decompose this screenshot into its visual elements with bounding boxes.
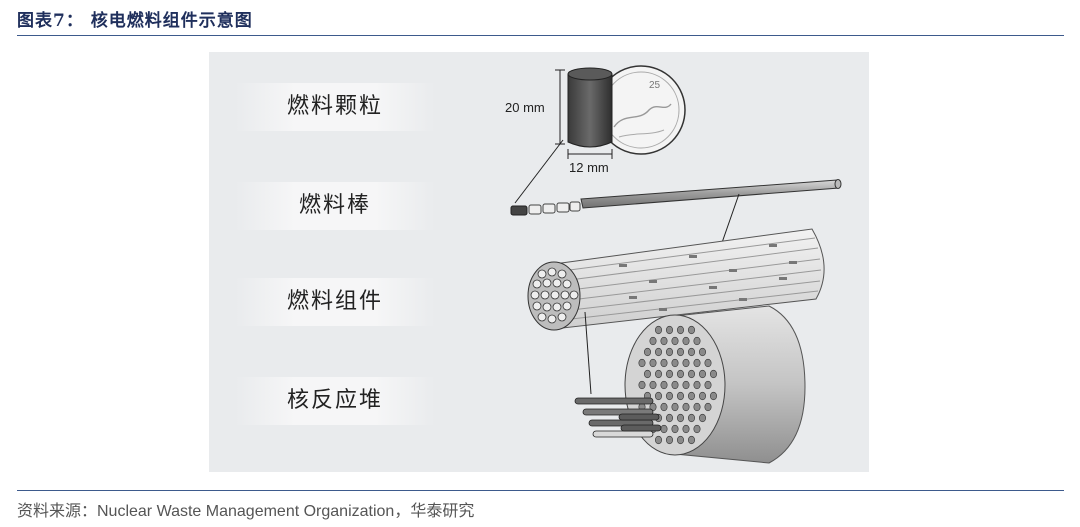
fuel-assembly-icon <box>527 228 825 331</box>
label-fuel-pellet: 燃料颗粒 <box>235 83 435 131</box>
coin-icon: 25 <box>596 65 686 155</box>
figure-title: 图表7： 核电燃料组件示意图 <box>17 11 253 31</box>
pellet-width-text: 12 mm <box>569 160 609 175</box>
fuel-rod-icon <box>510 179 842 216</box>
source-note: 资料来源：Nuclear Waste Management Organizati… <box>17 503 475 520</box>
pellet-height-dimension: 20 mm <box>505 69 565 145</box>
reactor-core-icon <box>574 305 806 464</box>
pellet-height-text: 20 mm <box>505 100 545 115</box>
fuel-diagram-illustration: 25 20 mm 12 mm <box>505 65 842 464</box>
label-fuel-assembly: 燃料组件 <box>235 278 435 326</box>
pellet-width-dimension: 12 mm <box>567 149 613 175</box>
coin-value-text: 25 <box>649 80 661 91</box>
label-reactor: 核反应堆 <box>235 377 435 425</box>
fuel-pellet-icon <box>567 67 613 148</box>
title-divider <box>17 35 1064 36</box>
label-fuel-rod: 燃料棒 <box>235 182 435 230</box>
diagram-panel: 燃料颗粒 燃料棒 燃料组件 核反应堆 25 <box>209 52 869 472</box>
footer-divider <box>17 490 1064 491</box>
